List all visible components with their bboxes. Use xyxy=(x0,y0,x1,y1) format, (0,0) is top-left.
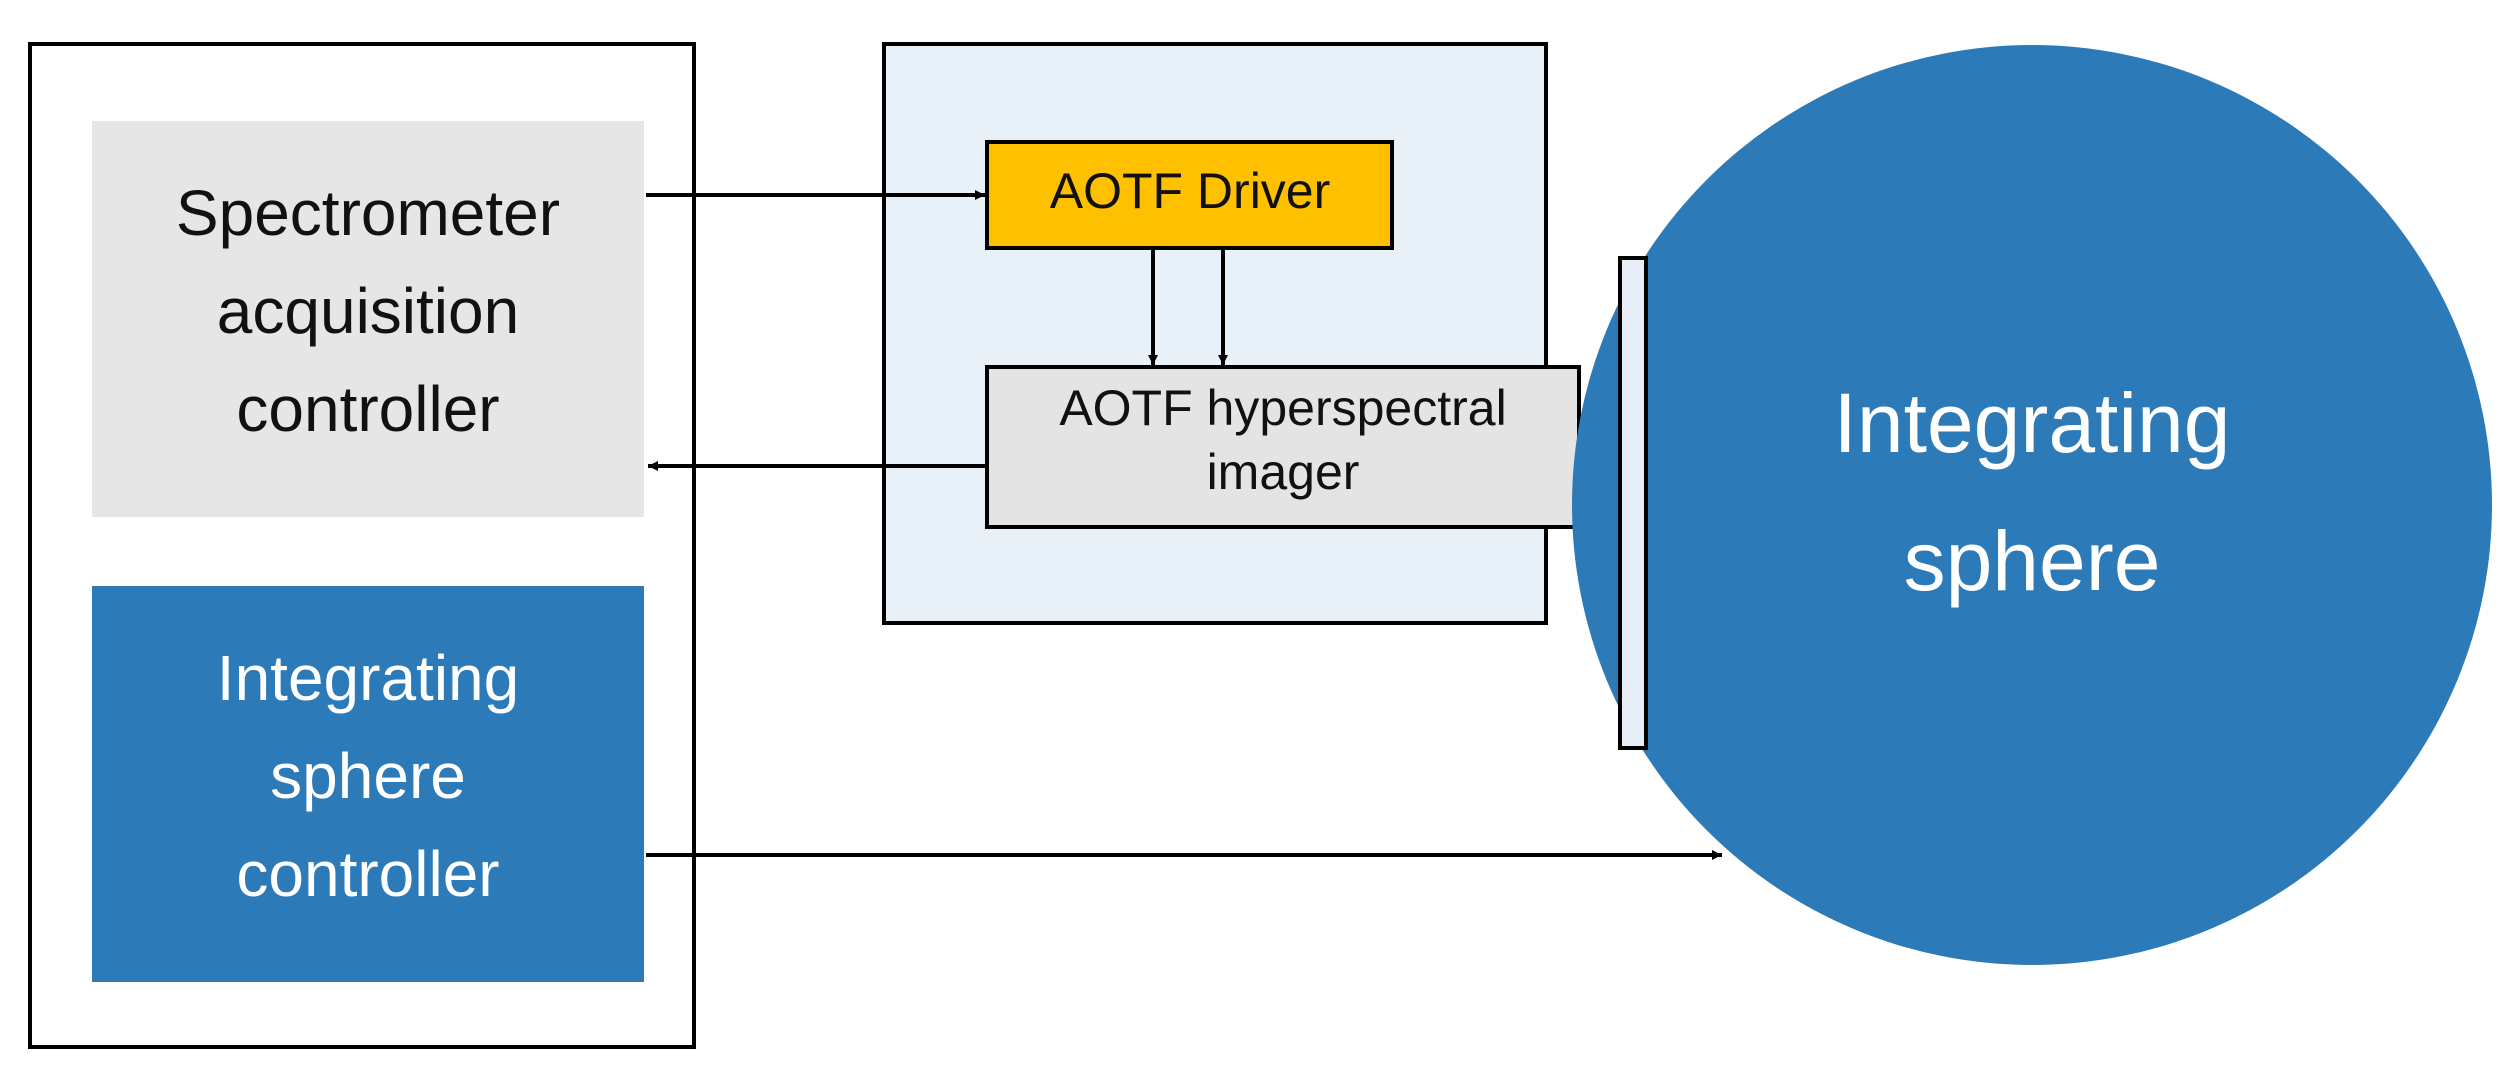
spectrometer-controller-label-line-3: controller xyxy=(236,373,499,445)
integrating-sphere-circle xyxy=(1572,45,2492,965)
aotf-imager-label-line-2: imager xyxy=(1207,444,1360,500)
spectrometer-controller-label-line-2: acquisition xyxy=(217,275,519,347)
aotf-driver-box xyxy=(985,140,1394,250)
sphere-controller-label-line-1: Integrating xyxy=(217,642,519,714)
aotf-driver-label: AOTF Driver xyxy=(1050,163,1331,219)
sphere-controller-block: Integrating sphere controller xyxy=(92,586,644,982)
sphere-controller-box xyxy=(92,586,644,982)
imager-panel xyxy=(882,42,1548,625)
aotf-imager-label-line-1: AOTF hyperspectral xyxy=(1059,380,1506,436)
spectrometer-controller-label-line-1: Spectrometer xyxy=(176,177,560,249)
integrating-sphere-block: Integrating sphere xyxy=(1572,45,2492,965)
sphere-controller-label-line-2: sphere xyxy=(270,740,466,812)
spectrometer-controller-block: Spectrometer acquisition controller xyxy=(92,121,644,517)
integrating-sphere-label-line-2: sphere xyxy=(1904,514,2161,608)
aotf-imager-block: AOTF hyperspectral imager xyxy=(985,365,1581,529)
sphere-controller-label-line-3: controller xyxy=(236,838,499,910)
aotf-driver-block: AOTF Driver xyxy=(985,140,1394,250)
spectrometer-controller-box xyxy=(92,121,644,517)
integrating-sphere-label-line-1: Integrating xyxy=(1834,376,2231,470)
sphere-port xyxy=(1618,256,1648,750)
